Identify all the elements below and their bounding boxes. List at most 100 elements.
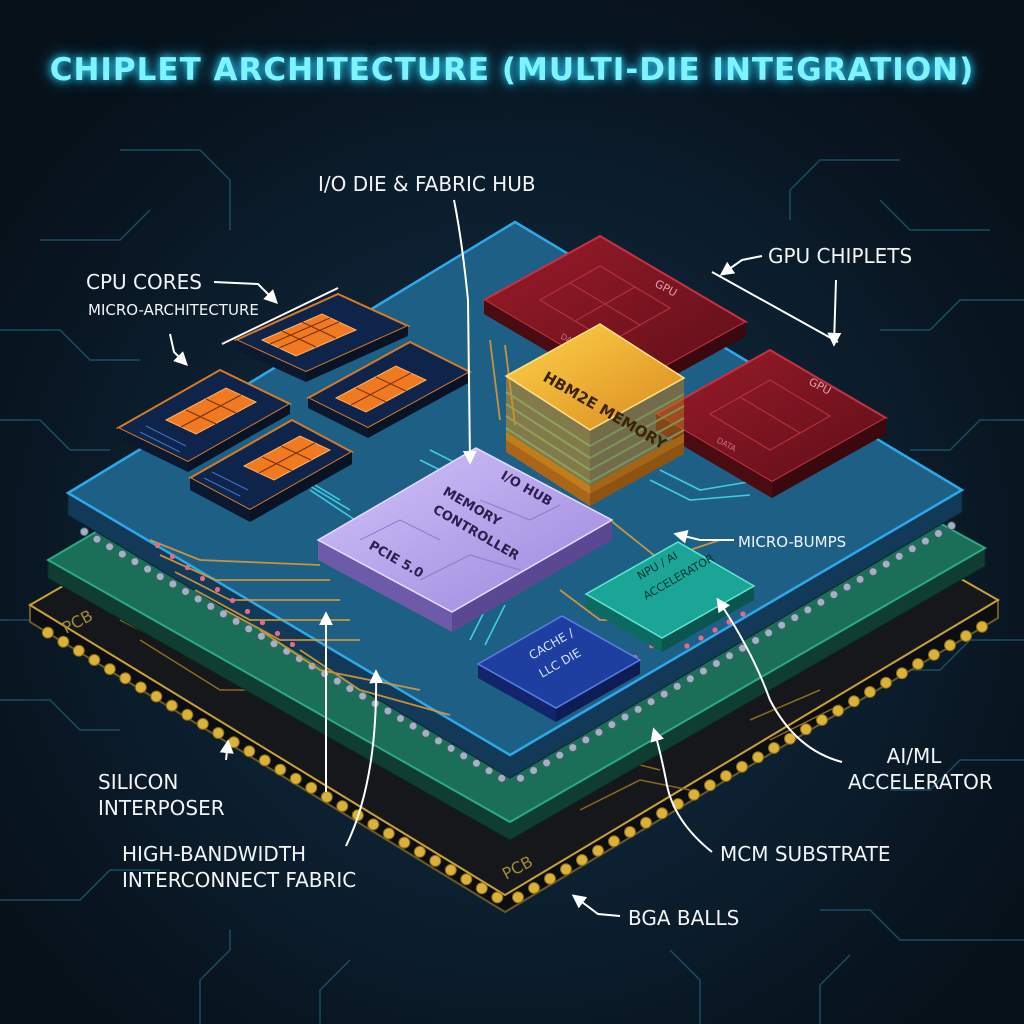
- micro-bump: [698, 666, 708, 676]
- cache-top: [476, 615, 642, 709]
- bga-ball: [41, 626, 54, 639]
- trace-endpoint-dot: [740, 611, 746, 617]
- micro-bump: [633, 704, 643, 714]
- bga-ball: [475, 882, 488, 895]
- bga-ball: [398, 836, 411, 849]
- bga-balls-callout: BGA BALLS: [628, 906, 740, 930]
- bga-ball: [227, 736, 240, 749]
- micro-bump: [555, 750, 565, 760]
- bga-ball: [880, 676, 892, 689]
- bga-ball: [367, 818, 380, 831]
- micro-bump: [790, 613, 800, 623]
- micro-bump: [79, 527, 89, 537]
- micro-bumps-callout: MICRO-BUMPS: [738, 533, 847, 551]
- cpu-core-die: [187, 418, 355, 522]
- gpu-chiplet: GPU DATA: [653, 348, 889, 498]
- aiml-callout-2: ACCELERATOR: [848, 770, 993, 794]
- io-die: I/O HUB MEMORY CONTROLLER PCIE 5.0: [316, 447, 614, 632]
- micro-bump: [764, 628, 774, 638]
- bga-ball: [624, 826, 636, 838]
- micro-bump: [92, 534, 102, 544]
- bga-ball: [608, 835, 620, 848]
- micro-bump: [218, 609, 228, 619]
- micro-bump: [256, 631, 266, 641]
- trace-endpoint-dot: [698, 635, 704, 641]
- micro-bump: [446, 743, 456, 753]
- hbm-top: [504, 323, 686, 431]
- silicon-interposer-callout-2: INTERPOSER: [98, 796, 225, 820]
- hbm-memory-stack: HBM2E MEMORY: [504, 323, 686, 506]
- micro-bump: [907, 544, 917, 554]
- trace-endpoint-dot: [214, 586, 221, 593]
- bga-leader: [571, 894, 621, 917]
- micro-bumps: [79, 521, 956, 783]
- trace-endpoint-dot: [169, 553, 176, 560]
- bga-balls: [41, 620, 988, 904]
- bga-ball: [491, 891, 504, 904]
- micro-bump: [816, 597, 826, 607]
- io-die-leader: [453, 199, 477, 465]
- bga-ball: [944, 639, 956, 652]
- bga-ball: [928, 648, 940, 661]
- cpu-cores-callout: CPU CORES: [86, 270, 202, 294]
- micro-bump: [803, 605, 813, 615]
- bga-ball: [752, 751, 764, 764]
- bga-ball: [816, 714, 828, 726]
- bga-ball: [704, 779, 716, 792]
- micro-bump: [345, 684, 355, 694]
- hbi-callout-2: INTERCONNECT FABRIC: [122, 868, 357, 892]
- micro-bump: [751, 636, 761, 645]
- bga-ball: [243, 745, 256, 758]
- bga-ball: [320, 791, 333, 803]
- micro-bump: [231, 616, 241, 626]
- bga-ball: [57, 635, 70, 648]
- gpu-leader-2: [827, 279, 842, 347]
- micro-bump: [155, 572, 165, 582]
- micro-bump: [244, 624, 254, 634]
- micro-bump: [881, 559, 891, 569]
- bga-ball: [289, 772, 302, 785]
- micro-bump: [105, 542, 115, 552]
- micro-bump: [646, 697, 656, 707]
- page-title: CHIPLET ARCHITECTURE (MULTI-DIE INTEGRAT…: [49, 52, 975, 88]
- bga-ball: [512, 891, 524, 904]
- bga-ball: [656, 807, 668, 820]
- micro-bump: [497, 773, 507, 783]
- cache-llc-die: CACHE / LLC DIE: [476, 615, 642, 722]
- micro-bump: [842, 582, 852, 592]
- micro-bump: [529, 766, 539, 775]
- bga-ball: [560, 863, 572, 876]
- bga-ball: [429, 854, 442, 867]
- micro-bump: [672, 681, 682, 691]
- micro-bumps-leader: [673, 529, 734, 544]
- micro-bump: [542, 758, 552, 768]
- micro-bump: [777, 620, 787, 630]
- micro-bump: [516, 773, 525, 783]
- bga-ball: [134, 681, 147, 694]
- cpu-micro-architecture-callout: MICRO-ARCHITECTURE: [88, 301, 259, 319]
- bga-ball: [150, 690, 163, 703]
- bga-ball: [274, 763, 287, 776]
- bga-ball: [181, 708, 194, 721]
- trace-endpoint-dot: [199, 575, 206, 582]
- micro-bump: [358, 691, 368, 701]
- bga-ball: [72, 644, 85, 657]
- io-die-top: [316, 447, 614, 613]
- bga-ball: [592, 844, 604, 857]
- cpu-cluster: [115, 292, 473, 522]
- micro-bump: [332, 676, 342, 686]
- trace-endpoint-dot: [229, 597, 236, 604]
- cpu-leader-2: [169, 333, 188, 366]
- gpu-bracket: [711, 271, 839, 343]
- mcm-substrate-callout: MCM SUBSTRATE: [720, 842, 891, 866]
- micro-bump: [143, 564, 153, 574]
- gpu-chiplets-callout: GPU CHIPLETS: [768, 244, 913, 268]
- bga-ball: [960, 630, 972, 642]
- bga-ball: [460, 873, 473, 886]
- cpu-core-die: [233, 292, 411, 382]
- micro-bump: [421, 728, 431, 738]
- micro-bump: [408, 721, 418, 731]
- bga-ball: [212, 727, 225, 739]
- micro-bump: [620, 712, 630, 722]
